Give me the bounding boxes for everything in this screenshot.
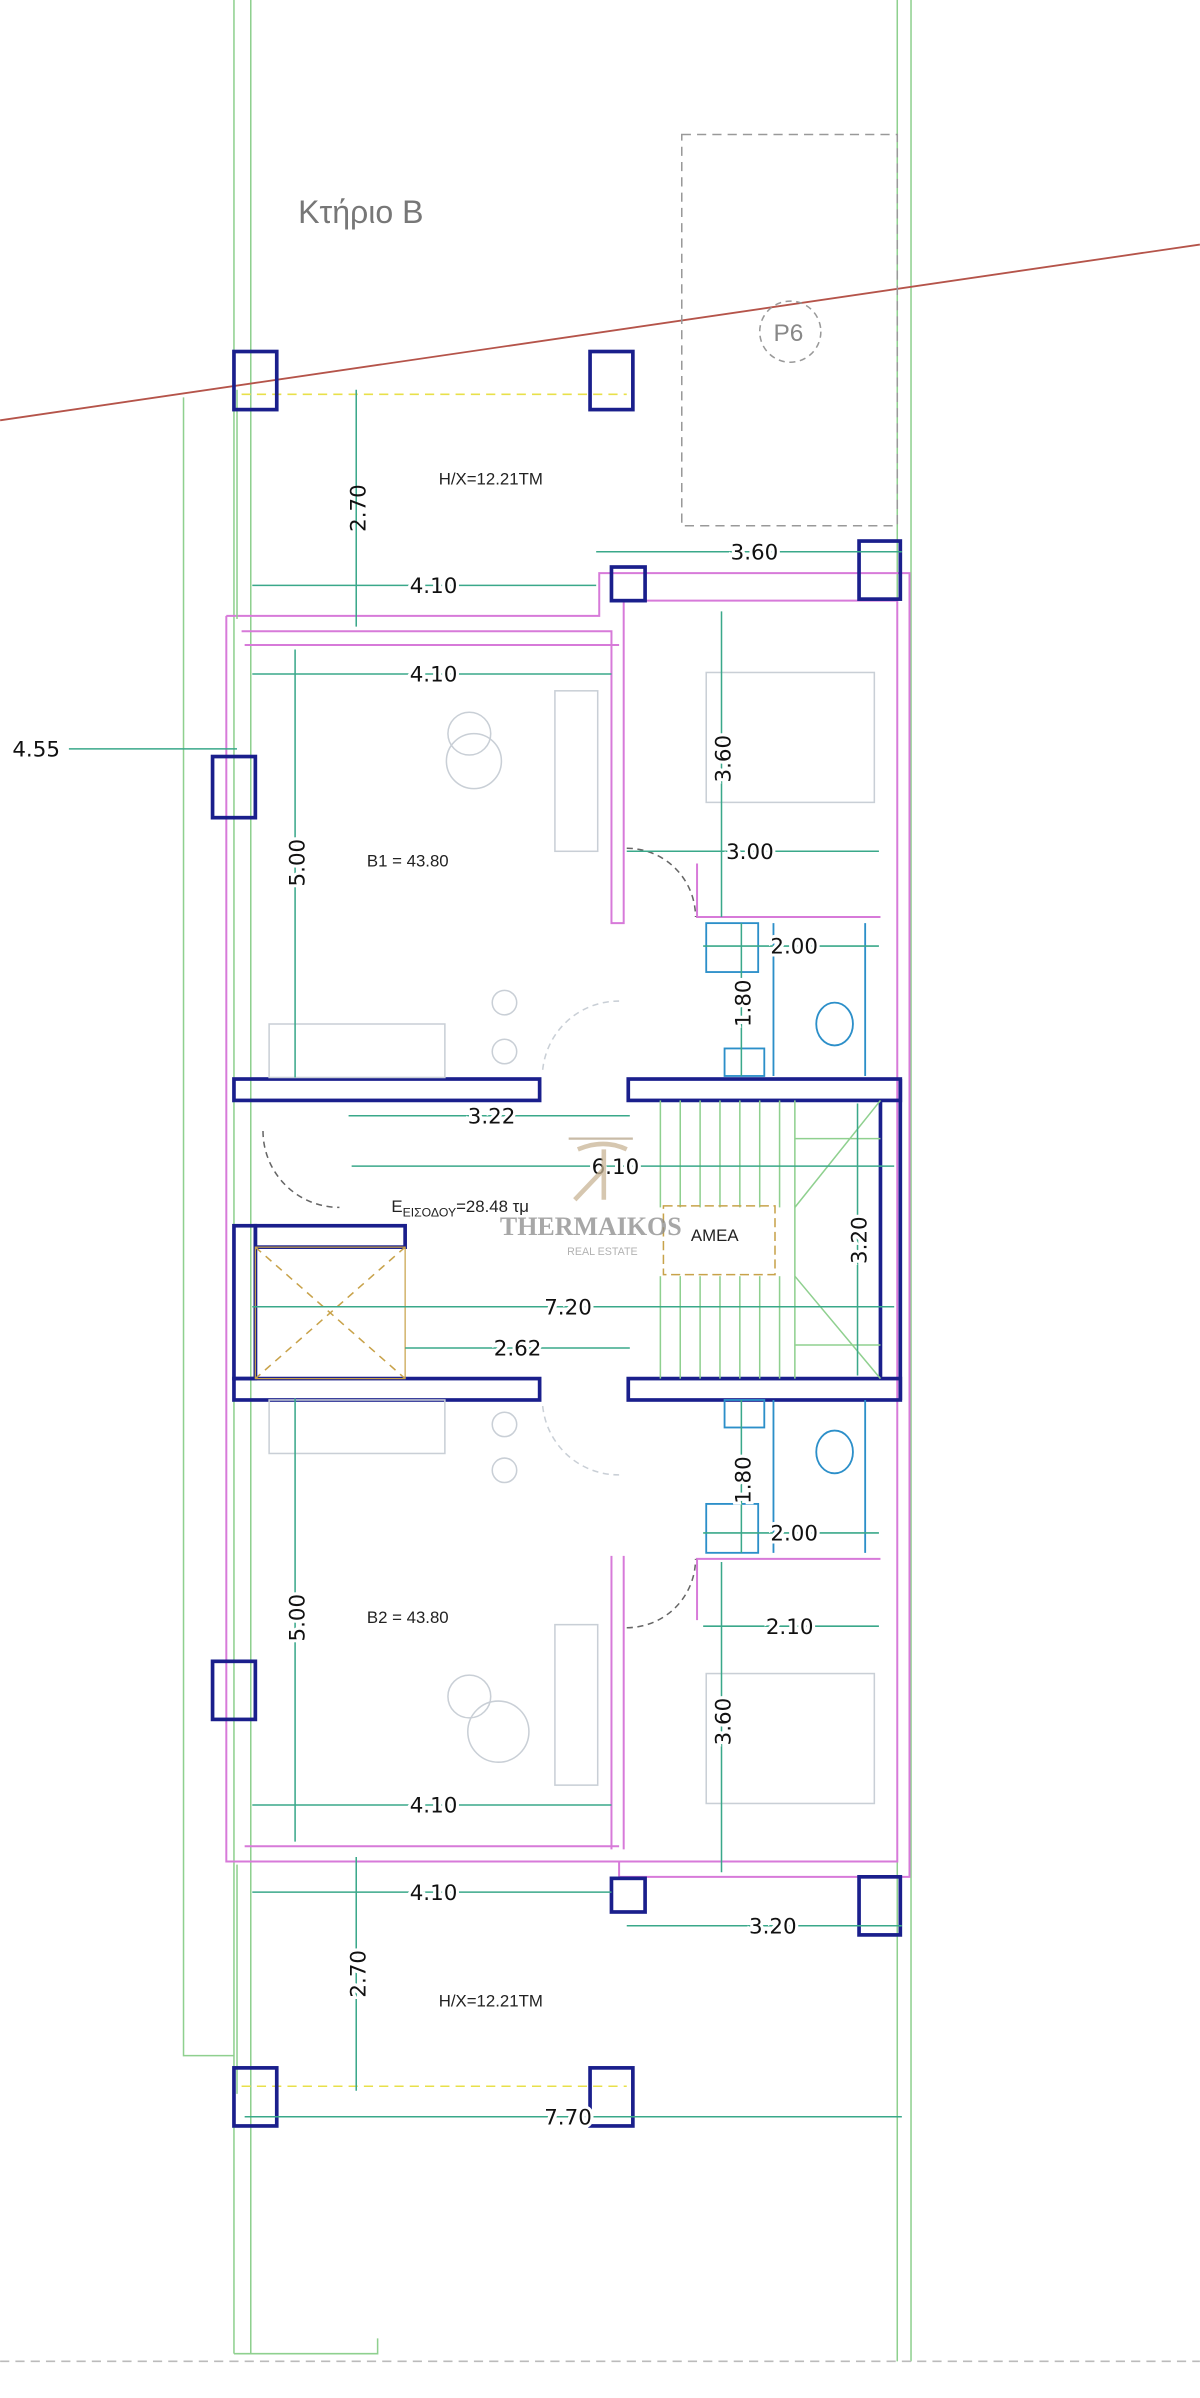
- dim-label: 6.10: [592, 1155, 640, 1180]
- dim-label: 2.70: [346, 484, 371, 532]
- dim-label: 3.00: [726, 840, 774, 865]
- dim-label: 3.22: [468, 1104, 516, 1129]
- entrance-area-label: EΕΙΣΟΔΟΥ=28.48 τμ: [391, 1197, 529, 1220]
- property-boundary-line: [0, 243, 1200, 422]
- dim-label: 4.10: [410, 1794, 458, 1819]
- building-title: Κτήριο Β: [298, 194, 423, 230]
- parking-space: P6: [681, 133, 899, 527]
- dim-label: 3.60: [712, 735, 737, 783]
- dim-label: 2.62: [494, 1337, 542, 1362]
- veranda-bottom-label: H/X=12.21TM: [439, 1992, 543, 2011]
- dim-label: 2.00: [770, 1522, 818, 1547]
- dim-label: 2.00: [770, 935, 818, 960]
- furniture: [262, 671, 876, 1805]
- dim-label: 5.00: [285, 1594, 310, 1642]
- dim-label: 2.10: [766, 1615, 814, 1640]
- dim-label: 7.70: [544, 2105, 592, 2130]
- dim-label: 3.20: [749, 1914, 797, 1939]
- dim-label: 4.10: [410, 1881, 458, 1906]
- accessible-label: ΑΜΕΑ: [691, 1226, 739, 1245]
- veranda-top-label: H/X=12.21TM: [439, 469, 543, 488]
- dim-label: 4.10: [410, 663, 458, 688]
- thermaikos-logo: THERMAIKOS REAL ESTATE: [500, 1137, 682, 1258]
- entrance-value: =28.48 τμ: [456, 1197, 529, 1216]
- dim-label: 3.60: [712, 1698, 737, 1746]
- dimension-labels: 2.70 4.10 3.60 4.10 4.55 3.60 3.00 5.00 …: [12, 484, 875, 2133]
- apartment-b2-label: B2 = 43.80: [367, 1608, 449, 1627]
- bathroom-fixtures: [705, 922, 867, 1554]
- dim-label: 3.60: [731, 540, 779, 565]
- dimension-lines: [68, 389, 902, 2118]
- logo-name: THERMAIKOS: [500, 1212, 682, 1241]
- staircase: ΑΜΕΑ: [659, 1099, 882, 1380]
- entrance-sub: ΕΙΣΟΔΟΥ: [403, 1206, 457, 1220]
- walls: [225, 389, 911, 2094]
- parking-label: P6: [773, 320, 803, 347]
- dim-label: 3.20: [848, 1216, 873, 1264]
- dim-label: 1.80: [732, 1456, 757, 1504]
- dim-label: 4.55: [12, 738, 60, 763]
- entrance-main: E: [391, 1197, 402, 1216]
- dim-label: 4.10: [410, 574, 458, 599]
- apartment-b1-label: B1 = 43.80: [367, 852, 449, 871]
- dim-label: 2.70: [346, 1950, 371, 1998]
- dim-label: 7.20: [544, 1295, 592, 1320]
- dim-label: 1.80: [732, 979, 757, 1027]
- logo-tagline: REAL ESTATE: [567, 1246, 637, 1258]
- elevator-shaft: [254, 1246, 406, 1380]
- room-labels: H/X=12.21TM H/X=12.21TM B1 = 43.80 B2 = …: [367, 469, 543, 2010]
- dim-label: 5.00: [285, 839, 310, 887]
